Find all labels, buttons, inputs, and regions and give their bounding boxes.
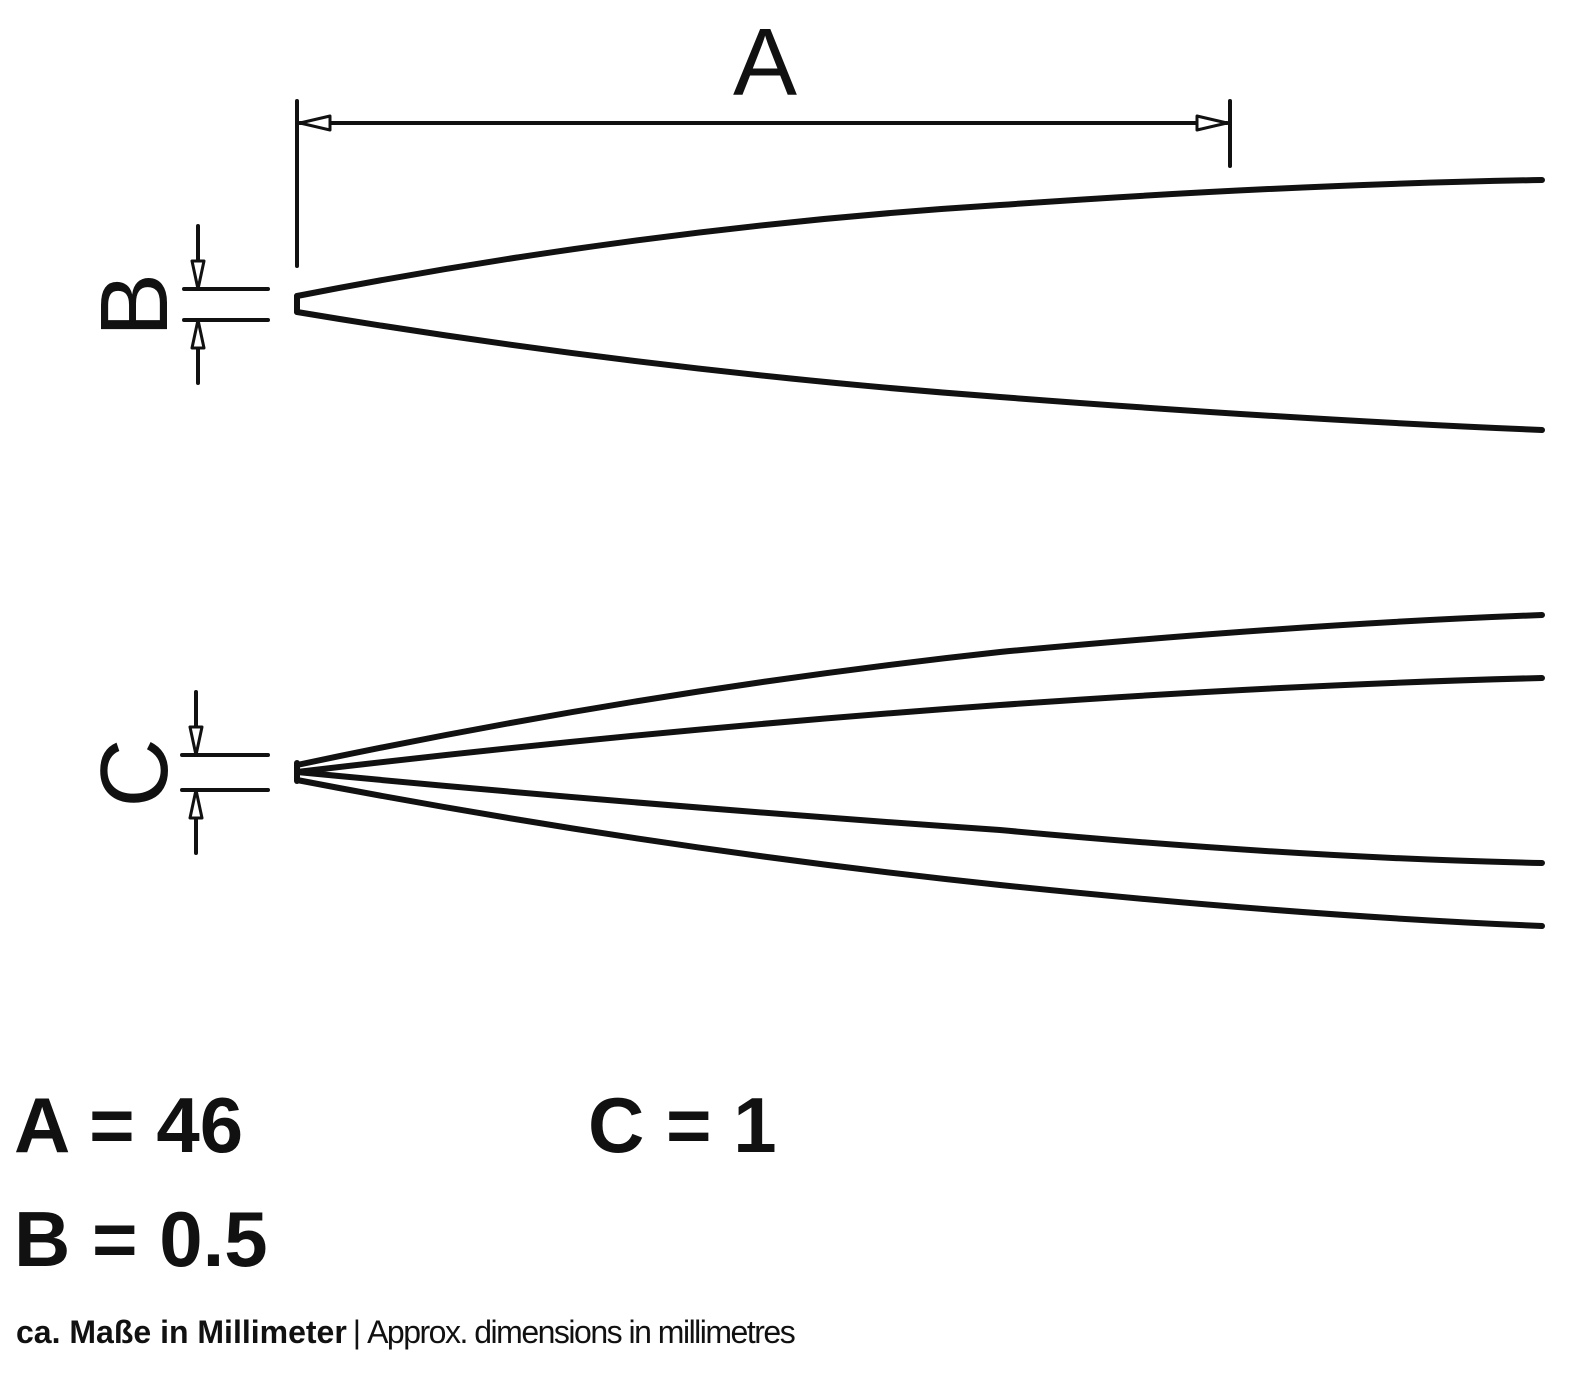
dimension-a-arrow-left: [298, 114, 332, 132]
dimension-a: [295, 99, 1232, 268]
legend-dimension-c: C = 1: [588, 1081, 777, 1169]
dimension-c-arrow-top: [188, 725, 204, 757]
footnote-german: ca. Maße in Millimeter: [16, 1314, 347, 1350]
dimension-b-arrow-bottom: [190, 318, 206, 350]
side-view-inner-lower-edge: [294, 769, 1545, 866]
dimension-a-arrow-right: [1195, 114, 1229, 132]
tweezer-side-view: [294, 612, 1545, 929]
top-view-lower-edge: [294, 309, 1545, 433]
dimension-b: [182, 224, 270, 385]
tweezer-top-view: [294, 177, 1545, 433]
dimension-c-arrow-bottom: [188, 788, 204, 820]
legend-dimension-a: A = 46: [14, 1081, 244, 1169]
side-view-outer-upper-edge: [294, 612, 1545, 768]
side-view-outer-lower-edge: [294, 777, 1545, 929]
side-view-inner-upper-edge: [294, 675, 1545, 775]
units-footnote: ca. Maße in Millimeter|Approx. dimension…: [16, 1314, 796, 1351]
dimension-b-arrow-top: [190, 259, 206, 291]
dimension-b-label: B: [81, 273, 188, 337]
footnote-separator: |: [352, 1314, 362, 1350]
footnote-english: Approx. dimensions in millimetres: [367, 1314, 796, 1350]
dimension-a-label: A: [733, 9, 797, 116]
legend-dimension-b: B = 0.5: [14, 1195, 268, 1283]
dimension-c: [180, 690, 270, 855]
top-view-upper-edge: [294, 177, 1545, 299]
dimension-c-label: C: [81, 738, 188, 807]
